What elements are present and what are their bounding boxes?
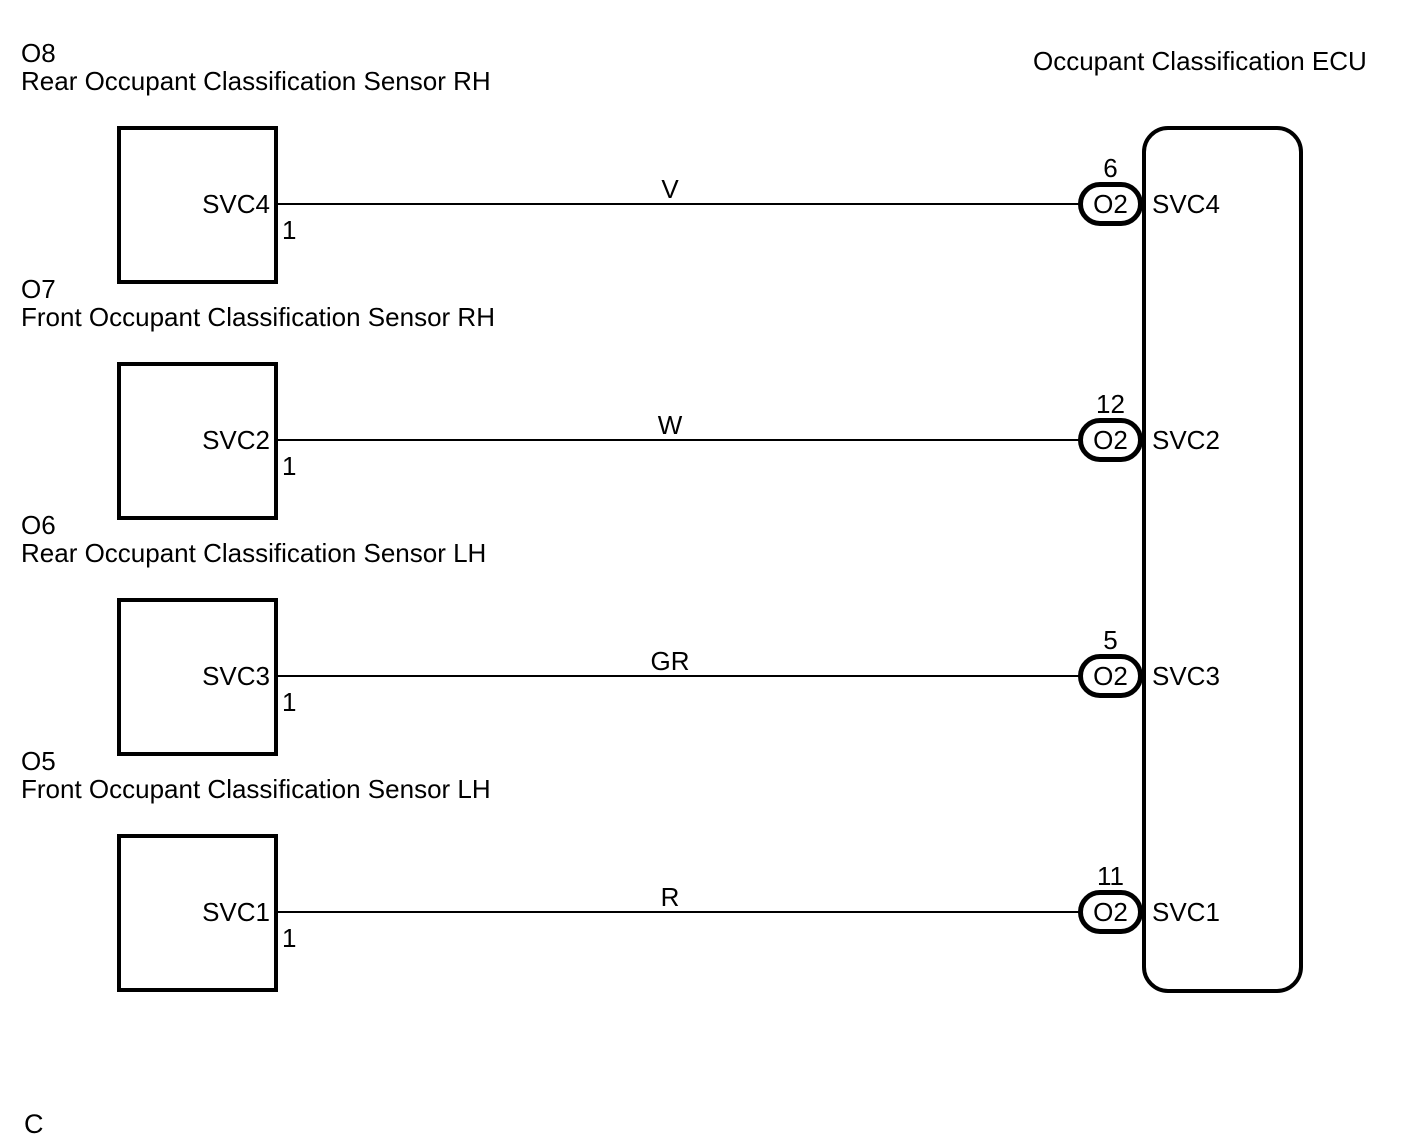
sensor-name: Front Occupant Classification Sensor LH [21, 774, 491, 804]
sensor-box [117, 362, 278, 520]
ecu-pin-number: 11 [1097, 861, 1124, 891]
sensor-terminal-label: SVC1 [202, 897, 270, 927]
sensor-name: Rear Occupant Classification Sensor LH [21, 538, 487, 568]
ecu-terminal-label: SVC3 [1152, 661, 1220, 691]
wire-color-label: V [661, 174, 679, 204]
sensor-box [117, 126, 278, 284]
sensor-pin-number: 1 [282, 687, 297, 717]
sensor-connector-id: O5 [21, 746, 56, 776]
sensor-connector-id: O8 [21, 38, 56, 68]
sensor-pin-number: 1 [282, 215, 297, 245]
ecu-terminal-label: SVC2 [1152, 425, 1220, 455]
sensor-connector-id: O7 [21, 274, 56, 304]
sensor-connector-id: O6 [21, 510, 56, 540]
sensor-label: O5 Front Occupant Classification Sensor … [21, 747, 491, 803]
page-index-letter: C [24, 1109, 44, 1139]
connector-oval: O2 [1078, 418, 1143, 462]
ecu-pin-number: 6 [1103, 153, 1118, 183]
ecu-pin-number: 12 [1096, 389, 1125, 419]
connector-oval: O2 [1078, 182, 1143, 226]
sensor-label: O7 Front Occupant Classification Sensor … [21, 275, 495, 331]
wire-color-label: GR [650, 646, 690, 676]
sensor-name: Front Occupant Classification Sensor RH [21, 302, 495, 332]
wire-color-label: W [657, 410, 683, 440]
ecu-connector-id: O2 [1093, 424, 1128, 455]
sensor-pin-number: 1 [282, 451, 297, 481]
wire [278, 203, 1079, 205]
ecu-terminal-label: SVC4 [1152, 189, 1220, 219]
ecu-connector-id: O2 [1093, 188, 1128, 219]
connector-oval: O2 [1078, 890, 1143, 934]
wire [278, 675, 1079, 677]
sensor-pin-number: 1 [282, 923, 297, 953]
wire [278, 439, 1079, 441]
wire [278, 911, 1079, 913]
wire-color-label: R [660, 882, 680, 912]
ecu-connector-id: O2 [1093, 660, 1128, 691]
ecu-body [1142, 126, 1303, 993]
ecu-pin-number: 5 [1103, 625, 1118, 655]
ecu-terminal-label: SVC1 [1152, 897, 1220, 927]
sensor-box [117, 598, 278, 756]
sensor-box [117, 834, 278, 992]
ecu-title: Occupant Classification ECU [1033, 46, 1367, 76]
connector-oval: O2 [1078, 654, 1143, 698]
sensor-label: O8 Rear Occupant Classification Sensor R… [21, 39, 491, 95]
ecu-connector-id: O2 [1093, 896, 1128, 927]
sensor-terminal-label: SVC3 [202, 661, 270, 691]
sensor-terminal-label: SVC2 [202, 425, 270, 455]
sensor-terminal-label: SVC4 [202, 189, 270, 219]
sensor-name: Rear Occupant Classification Sensor RH [21, 66, 491, 96]
sensor-label: O6 Rear Occupant Classification Sensor L… [21, 511, 486, 567]
